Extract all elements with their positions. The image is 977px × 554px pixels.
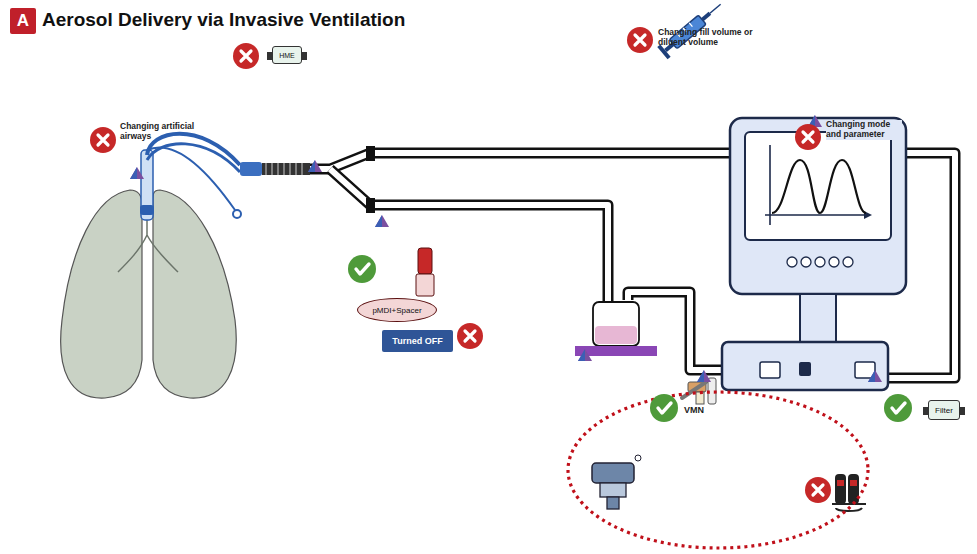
ventilator [722, 118, 906, 390]
node-text: Filter [935, 406, 953, 415]
nebulizer [575, 302, 657, 356]
panel-badge: A [10, 8, 36, 34]
status-box: Turned OFF [382, 330, 453, 352]
status-marks [90, 27, 912, 503]
title: Aerosol Delivery via Invasive Ventilatio… [42, 9, 405, 31]
hme-device-port [302, 52, 307, 60]
device-label: VMN [684, 405, 704, 415]
node-text: Turned OFF [392, 336, 442, 346]
node-text: HME [279, 52, 295, 59]
jet-nebulizer-device [592, 455, 641, 509]
callout-text: Changing mode and parameter [826, 120, 902, 140]
artificial-airway [140, 134, 310, 220]
highlight-ellipse [568, 392, 868, 548]
filter-device-port [960, 407, 965, 415]
lungs [61, 190, 237, 398]
hme-device: HME [272, 46, 302, 64]
pmdi-canister [416, 248, 434, 296]
callout-text: Changing fill volume or diluent volume [658, 28, 778, 48]
hme-device-port [267, 52, 272, 60]
node-text: pMDI+Spacer [372, 306, 421, 315]
spacer-device: pMDI+Spacer [357, 298, 437, 322]
callout-text: Changing artificial airways [120, 122, 198, 142]
position-markers [130, 115, 882, 382]
filter-device-port [923, 407, 928, 415]
gas-cylinders [832, 474, 866, 511]
filter-device: Filter [928, 400, 960, 420]
